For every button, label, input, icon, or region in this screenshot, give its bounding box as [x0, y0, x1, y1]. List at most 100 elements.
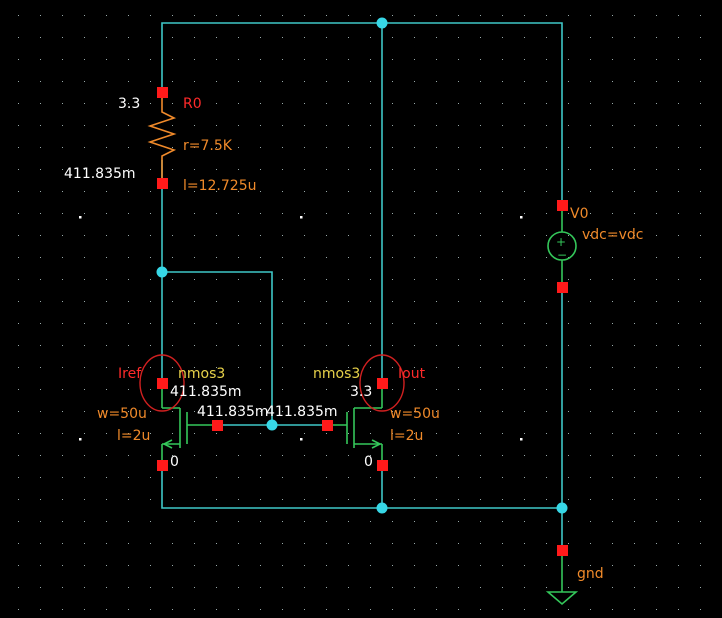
grid-dot — [40, 609, 41, 610]
grid-dot — [546, 37, 547, 38]
grid-dot — [370, 257, 371, 258]
ground-symbol[interactable] — [545, 550, 579, 606]
grid-dot — [194, 125, 195, 126]
grid-dot — [568, 609, 569, 610]
grid-dot — [216, 15, 217, 16]
grid-dot — [436, 37, 437, 38]
grid-dot — [216, 59, 217, 60]
grid-dot — [106, 521, 107, 522]
grid-dot — [458, 59, 459, 60]
resistor-r0[interactable] — [147, 98, 177, 184]
grid-dot — [678, 587, 679, 588]
grid-dot — [304, 81, 305, 82]
grid-dot — [282, 389, 283, 390]
grid-dot — [436, 279, 437, 280]
grid-dot — [128, 235, 129, 236]
grid-dot — [348, 279, 349, 280]
grid-dot — [568, 169, 569, 170]
grid-dot — [238, 279, 239, 280]
grid-dot — [194, 587, 195, 588]
nmos-right[interactable] — [328, 383, 383, 465]
grid-dot — [392, 389, 393, 390]
grid-dot — [436, 455, 437, 456]
nmos-left-gate-voltage: 411.835m — [197, 404, 269, 420]
pin-r0-top — [157, 87, 168, 98]
grid-dot — [502, 543, 503, 544]
grid-dot — [150, 235, 151, 236]
nmos-left-length: l=2u — [117, 428, 150, 444]
grid-dot — [304, 565, 305, 566]
grid-dot — [370, 15, 371, 16]
grid-dot — [260, 411, 261, 412]
grid-dot — [392, 81, 393, 82]
grid-dot — [370, 191, 371, 192]
grid-dot — [150, 169, 151, 170]
grid-dot — [678, 279, 679, 280]
grid-dot — [458, 543, 459, 544]
grid-dot — [62, 433, 63, 434]
grid-dot — [106, 433, 107, 434]
grid-dot — [414, 279, 415, 280]
grid-dot — [634, 103, 635, 104]
grid-dot — [282, 279, 283, 280]
grid-dot — [458, 521, 459, 522]
grid-dot — [172, 279, 173, 280]
grid-dot — [590, 81, 591, 82]
grid-dot — [106, 103, 107, 104]
grid-dot — [348, 103, 349, 104]
grid-dot — [194, 521, 195, 522]
grid-dot — [546, 411, 547, 412]
grid-dot — [392, 235, 393, 236]
grid-dot — [348, 213, 349, 214]
probe-iref-loop[interactable] — [139, 354, 185, 412]
grid-dot — [172, 37, 173, 38]
grid-dot — [392, 455, 393, 456]
grid-dot — [370, 125, 371, 126]
probe-iout-loop[interactable] — [359, 354, 405, 412]
grid-dot — [568, 389, 569, 390]
grid-dot — [502, 147, 503, 148]
grid-dot — [40, 59, 41, 60]
grid-dot — [546, 499, 547, 500]
grid-dot — [238, 81, 239, 82]
grid-dot — [62, 411, 63, 412]
grid-dot — [414, 477, 415, 478]
grid-dot — [18, 125, 19, 126]
grid-dot — [40, 125, 41, 126]
grid-dot — [458, 169, 459, 170]
grid-dot — [150, 59, 151, 60]
grid-dot — [84, 411, 85, 412]
grid-dot — [546, 279, 547, 280]
grid-dot — [348, 125, 349, 126]
pins[interactable] — [157, 87, 568, 556]
grid-dot — [524, 301, 525, 302]
grid-dot — [678, 345, 679, 346]
grid-dot — [216, 213, 217, 214]
grid-dot — [656, 125, 657, 126]
grid-dot — [458, 191, 459, 192]
grid-dot — [656, 411, 657, 412]
grid-dot — [590, 191, 591, 192]
grid-dot — [18, 433, 19, 434]
r0-param-l: l=12.725u — [183, 178, 256, 194]
grid-dot — [436, 81, 437, 82]
grid-dot — [304, 279, 305, 280]
grid-dot — [590, 125, 591, 126]
grid-dot — [18, 455, 19, 456]
grid-dot — [172, 213, 173, 214]
grid-major-dot — [79, 438, 82, 441]
grid-dot — [128, 103, 129, 104]
grid-dot — [700, 147, 701, 148]
junction-bottom-mid — [376, 502, 388, 514]
grid-dot — [414, 81, 415, 82]
grid-dot — [524, 411, 525, 412]
grid-dot — [326, 587, 327, 588]
grid-dot — [194, 301, 195, 302]
grid-dot — [436, 389, 437, 390]
grid-dot — [282, 609, 283, 610]
grid-dot — [502, 477, 503, 478]
grid-dot — [128, 15, 129, 16]
grid-dot — [656, 521, 657, 522]
